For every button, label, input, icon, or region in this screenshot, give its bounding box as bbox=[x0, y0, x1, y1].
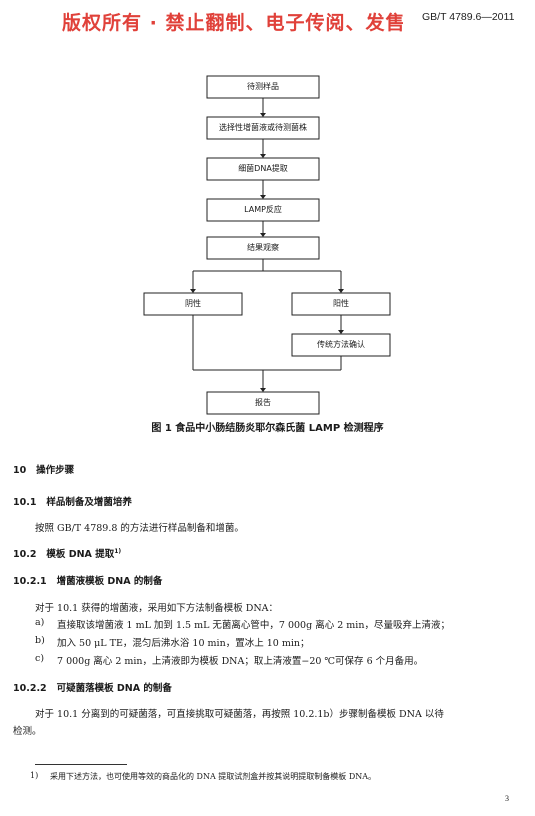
flow-step-sample: 待测样品 bbox=[247, 82, 279, 91]
section-number: 10 bbox=[13, 465, 27, 476]
arrow-head bbox=[260, 195, 266, 199]
section-10-2-1-heading: 10.2.1 增菌液模板 DNA 的制备 bbox=[13, 573, 162, 587]
footnote-divider bbox=[35, 764, 127, 765]
section-10-1-text: 按照 GB/T 4789.8 的方法进行样品制备和增菌。 bbox=[35, 523, 244, 534]
figure-caption: 图 1 食品中小肠结肠炎耶尔森氏菌 LAMP 检测程序 bbox=[151, 423, 384, 434]
section-number: 10.2 bbox=[13, 549, 37, 560]
section-title: 操作步骤 bbox=[36, 465, 75, 476]
section-10-2-2-heading: 10.2.2 可疑菌落模板 DNA 的制备 bbox=[13, 680, 172, 694]
arrow-head bbox=[260, 113, 266, 117]
footnote-mark: 1) bbox=[30, 771, 39, 780]
flow-step-enrichment: 选择性增菌液或待测菌株 bbox=[219, 123, 307, 132]
list-text-b: 加入 50 μL TE，混匀后沸水浴 10 min，置冰上 10 min； bbox=[57, 638, 310, 649]
flow-confirm: 传统方法确认 bbox=[317, 340, 365, 349]
section-10-1-heading: 10.1 样品制备及增菌培养 bbox=[13, 494, 132, 508]
section-number: 10.2.2 bbox=[13, 683, 47, 694]
section-title: 样品制备及增菌培养 bbox=[46, 497, 132, 508]
flow-step-dna-extraction: 细菌DNA提取 bbox=[238, 164, 288, 173]
list-item-c: c) bbox=[35, 653, 44, 664]
section-number: 10.2.1 bbox=[13, 576, 47, 587]
flow-report: 报告 bbox=[255, 398, 271, 407]
arrow-head bbox=[260, 388, 266, 392]
arrow-head bbox=[260, 233, 266, 237]
arrow-head bbox=[338, 330, 344, 334]
list-label: c) bbox=[35, 653, 45, 664]
list-text-c: 7 000g 离心 2 min，上清液即为模板 DNA；取上清液置−20 ℃可保… bbox=[57, 656, 424, 667]
section-title: 模板 DNA 提取 bbox=[46, 549, 115, 560]
page-number: 3 bbox=[505, 794, 509, 803]
list-label: a) bbox=[35, 617, 45, 628]
arrow-head bbox=[338, 289, 344, 293]
list-item-b: b) bbox=[35, 635, 45, 646]
footnote-marker: 1) bbox=[114, 547, 122, 555]
flow-step-result: 结果观察 bbox=[247, 243, 279, 252]
section-number: 10.1 bbox=[13, 497, 37, 508]
list-label: b) bbox=[35, 635, 45, 646]
list-item-a: a) bbox=[35, 617, 44, 628]
section-title: 可疑菌落模板 DNA 的制备 bbox=[56, 683, 172, 694]
watermark-text: 版权所有 · 禁止翻制、电子传阅、发售 bbox=[62, 12, 406, 34]
flowchart bbox=[143, 75, 391, 415]
section-10-2-2-line1: 对于 10.1 分离到的可疑菌落，可直接挑取可疑菌落，再按照 10.2.1b）步… bbox=[35, 709, 444, 720]
section-title: 增菌液模板 DNA 的制备 bbox=[56, 576, 163, 587]
flow-positive: 阳性 bbox=[333, 299, 349, 308]
footnote-text: 采用下述方法，也可使用等效的商品化的 DNA 提取试剂盒并按其说明提取制备模板 … bbox=[50, 772, 377, 781]
flow-negative: 阴性 bbox=[185, 299, 201, 308]
list-text-a: 直接取该增菌液 1 mL 加到 1.5 mL 无菌离心管中，7 000g 离心 … bbox=[57, 620, 450, 631]
flow-step-lamp: LAMP反应 bbox=[244, 205, 282, 214]
section-10-heading: 10 操作步骤 bbox=[13, 462, 74, 476]
document-number: GB/T 4789.6—2011 bbox=[422, 11, 515, 23]
arrow-head bbox=[260, 154, 266, 158]
section-10-2-2-line2: 检测。 bbox=[13, 726, 42, 737]
section-10-2-heading: 10.2 模板 DNA 提取1) bbox=[13, 546, 121, 560]
section-10-2-1-intro: 对于 10.1 获得的增菌液，采用如下方法制备模板 DNA： bbox=[35, 603, 279, 614]
arrow-head bbox=[190, 289, 196, 293]
